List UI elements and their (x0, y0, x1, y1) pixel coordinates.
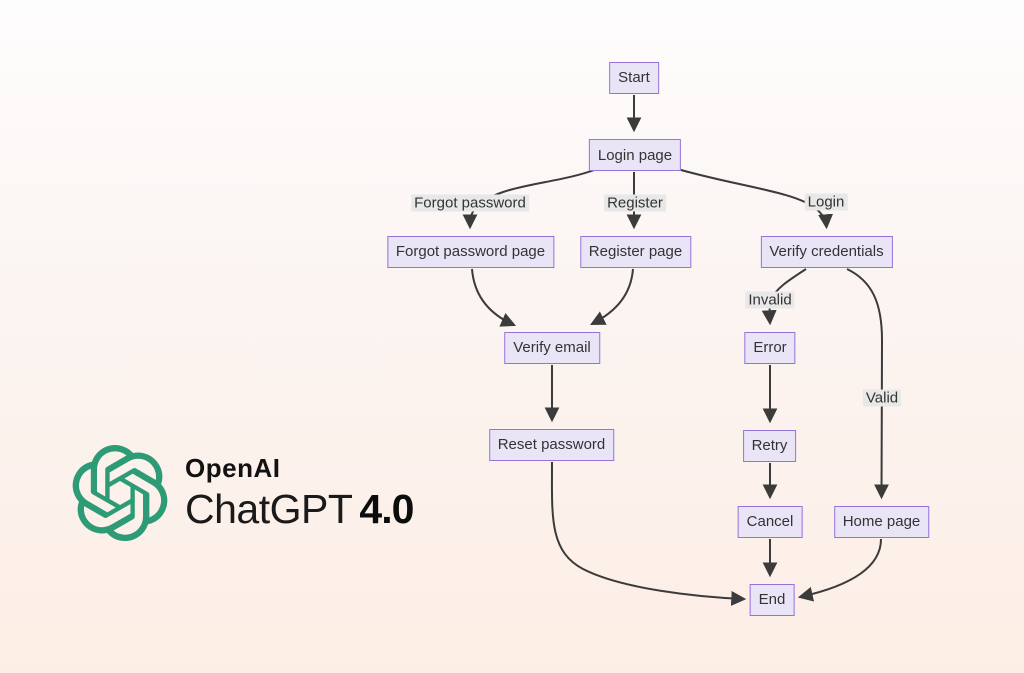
flow-node-verify-credentials: Verify credentials (760, 235, 893, 268)
flow-node-forgot-password-page: Forgot password page (386, 235, 555, 268)
edge-label-login: Login (804, 193, 848, 211)
flow-node-retry: Retry (742, 429, 797, 462)
flow-node-verify-email: Verify email (504, 331, 600, 364)
edge-label-forgot-password: Forgot password (411, 194, 529, 212)
edge-label-invalid: Invalid (745, 291, 795, 309)
brand-product-row: ChatGPT 4.0 (185, 486, 414, 533)
flow-node-login-page: Login page (588, 139, 682, 171)
openai-flower-icon (72, 445, 168, 542)
edge-register-verify-email (590, 268, 634, 326)
brand-text: OpenAI ChatGPT 4.0 (185, 453, 414, 533)
flow-node-error: Error (744, 331, 796, 364)
brand-company: OpenAI (185, 453, 281, 483)
edge-forgot-verify-email (471, 268, 517, 327)
flow-node-reset-password: Reset password (488, 428, 615, 461)
edge-label-valid: Valid (862, 389, 902, 407)
edge-label-register: Register (604, 194, 666, 212)
edge-home-end (797, 538, 882, 602)
brand-version: 4.0 (359, 486, 414, 532)
brand-product: ChatGPT (185, 486, 353, 532)
flow-node-end: End (749, 583, 795, 616)
edge-login-verify-credentials (673, 167, 834, 230)
edge-reset-end (550, 461, 747, 606)
flow-node-register-page: Register page (579, 235, 692, 268)
flow-node-start: Start (609, 61, 659, 94)
flow-node-cancel: Cancel (737, 505, 803, 538)
edge-verify-credentials-home (846, 268, 890, 500)
flow-node-home-page: Home page (833, 505, 930, 538)
brand-block: OpenAI ChatGPT 4.0 (72, 444, 414, 542)
